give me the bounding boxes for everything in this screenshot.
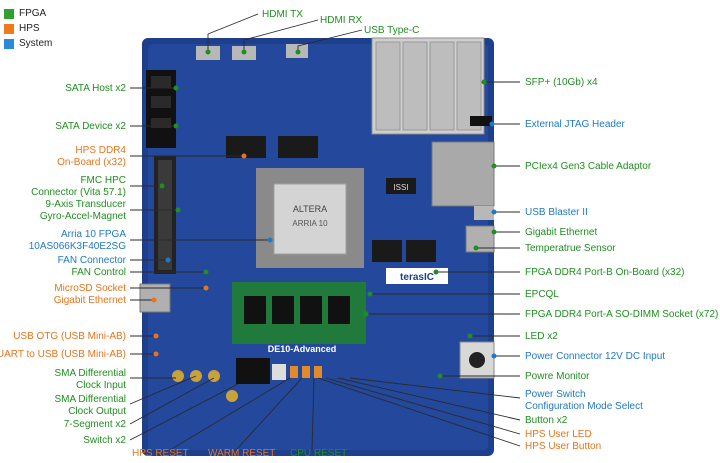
fmc-connector [154, 156, 176, 274]
label-7segment: 7-Segment x2 [63, 419, 126, 430]
label-epcql: EPCQL [525, 289, 559, 300]
fpga-chip: ALTERA ARRIA 10 [256, 168, 364, 268]
label-sma-in: SMA Differential Clock Input [54, 368, 126, 392]
label-temp-sensor: Temperatrue Sensor [525, 243, 616, 254]
label-switch: Switch x2 [83, 435, 126, 446]
label-sma-in-line1: SMA Differential [54, 368, 126, 379]
model-text: DE10-Advanced [268, 344, 337, 354]
label-psw-line2: Configuration Mode Select [525, 401, 643, 412]
label-fpga-line2: 10AS066K3F40E2SG [28, 241, 126, 252]
label-sma-out-line2: Clock Output [68, 406, 126, 417]
seven-segment-display [236, 358, 270, 384]
legend: FPGA HPS System [4, 6, 52, 51]
label-arria-fpga: Arria 10 FPGA 10AS066K3F40E2SG [29, 229, 126, 253]
legend-label-fpga: FPGA [19, 8, 47, 19]
label-uart: UART to USB (USB Mini-AB) [0, 349, 126, 360]
legend-item-system: System [4, 36, 52, 51]
label-fmc-hpc: FMC HPC Connector (Vita 57.1) [31, 175, 126, 199]
label-led: LED x2 [525, 331, 558, 342]
label-hps-user-button: HPS User Button [525, 441, 602, 452]
label-cpu-reset: CPU RESET [290, 448, 348, 459]
brand-text: terasIC [400, 272, 434, 283]
legend-item-fpga: FPGA [4, 6, 52, 21]
sfp-cages [371, 37, 485, 135]
label-gige-right: Gigabit Ethernet [525, 227, 598, 238]
label-psw-line1: Power Switch [525, 389, 586, 400]
label-9axis-line2: Gyro-Accel-Magnet [39, 211, 126, 222]
label-fan-connector: FAN Connector [57, 255, 126, 266]
switches [272, 364, 286, 380]
legend-swatch-hps [4, 23, 14, 34]
leader-lines [129, 13, 521, 451]
label-sma-out-line1: SMA Differential [54, 394, 126, 405]
label-ddr4-port-b: FPGA DDR4 Port-B On-Board (x32) [525, 267, 685, 278]
sata-connectors [146, 70, 176, 148]
label-microsd: MicroSD Socket [54, 283, 126, 294]
label-power-monitor: Powre Monitor [525, 371, 590, 382]
label-ddr4-port-a: FPGA DDR4 Port-A SO-DIMM Socket (x72) [525, 309, 719, 320]
sodimm-module [232, 282, 366, 344]
label-sata-host: SATA Host x2 [65, 83, 126, 94]
issi-text: ISSI [393, 183, 408, 192]
label-pcie: PCIex4 Gen3 Cable Adaptor [525, 161, 652, 172]
label-hps-ddr4: HPS DDR4 On-Board (x32) [57, 145, 126, 169]
legend-label-system: System [19, 38, 53, 49]
label-hps-user-led: HPS User LED [525, 429, 592, 440]
label-9axis: 9-Axis Transducer Gyro-Accel-Magnet [40, 199, 126, 223]
hps-ddr4-chip-1 [226, 136, 266, 158]
label-fan-control: FAN Control [71, 267, 126, 278]
chip-brand-text: ALTERA [293, 204, 327, 214]
label-usb-type-c: USB Type-C [364, 25, 420, 36]
legend-label-hps: HPS [19, 23, 40, 34]
label-hdmi-rx: HDMI RX [320, 15, 363, 26]
label-fmc-line2: Connector (Vita 57.1) [31, 187, 126, 198]
label-power-connector: Power Connector 12V DC Input [525, 351, 666, 362]
legend-swatch-system [4, 38, 14, 49]
jtag-header [470, 116, 492, 126]
pcie-adaptor [431, 141, 495, 207]
label-button: Button x2 [525, 415, 568, 426]
label-fpga-line1: Arria 10 FPGA [60, 229, 126, 240]
label-sma-in-line2: Clock Input [75, 380, 126, 391]
terasic-logo-box [386, 268, 448, 284]
label-gige-left: Gigabit Ethernet [53, 295, 126, 306]
label-hps-ddr4-line1: HPS DDR4 [75, 145, 126, 156]
hps-ddr4-chip-2 [278, 136, 318, 158]
legend-item-hps: HPS [4, 21, 52, 36]
label-power-switch: Power Switch Configuration Mode Select [525, 389, 643, 413]
label-fmc-line1: FMC HPC [80, 175, 126, 186]
ddr4-b-chip-2 [406, 240, 436, 262]
label-warm-reset: WARM RESET [208, 448, 276, 459]
ddr4-b-chip-1 [372, 240, 402, 262]
label-jtag: External JTAG Header [525, 119, 625, 130]
label-usb-blaster: USB Blaster II [525, 207, 588, 218]
label-sma-out: SMA Differential Clock Output [54, 394, 126, 418]
leader-dots [151, 49, 497, 379]
issi-chip [386, 178, 416, 194]
label-sfp: SFP+ (10Gb) x4 [525, 77, 598, 88]
label-hps-ddr4-line2: On-Board (x32) [57, 157, 126, 168]
label-hps-reset: HPS RESET [132, 448, 189, 459]
usb-blaster-port [474, 206, 494, 220]
label-sata-device: SATA Device x2 [55, 121, 126, 132]
legend-swatch-fpga [4, 8, 14, 19]
label-usb-otg: USB OTG (USB Mini-AB) [13, 331, 126, 342]
label-9axis-line1: 9-Axis Transducer [45, 199, 126, 210]
label-hdmi-tx: HDMI TX [262, 9, 303, 20]
chip-series-text: ARRIA 10 [292, 219, 328, 228]
